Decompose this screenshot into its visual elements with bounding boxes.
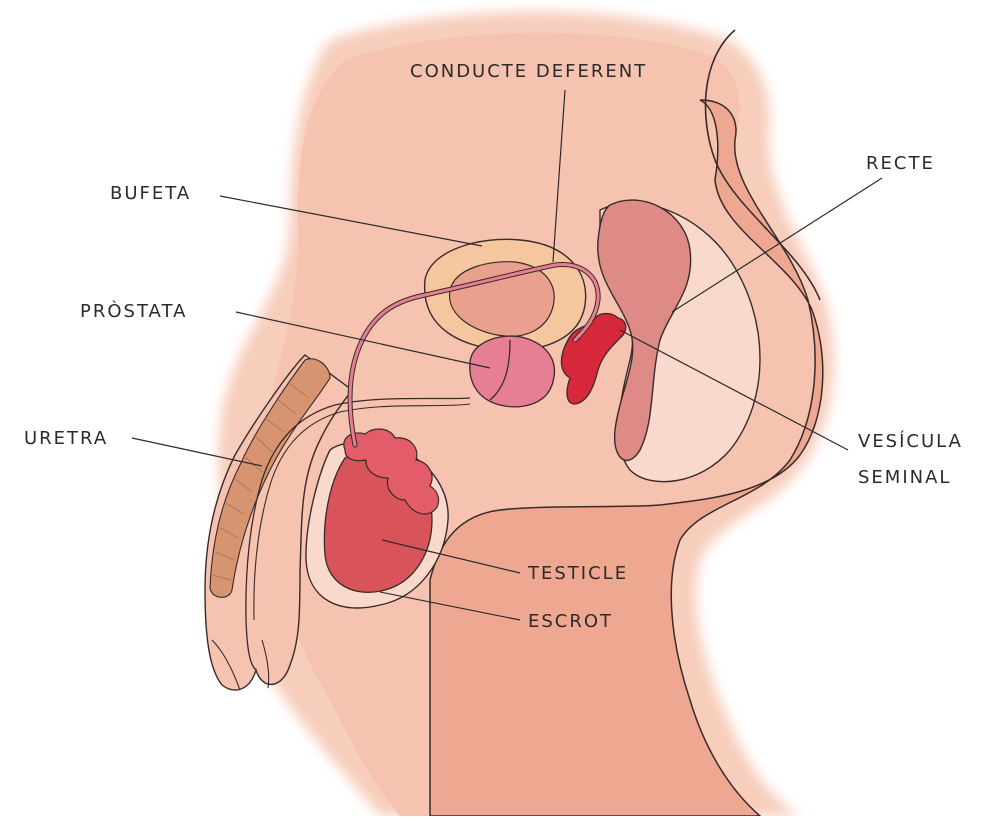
label-bufeta: BUFETA xyxy=(110,180,191,208)
label-recte: RECTE xyxy=(866,150,935,178)
label-seminal: SEMINAL xyxy=(858,464,951,492)
label-prostata: PRÒSTATA xyxy=(80,298,187,326)
label-conducte-deferent: CONDUCTE DEFERENT xyxy=(410,58,647,86)
label-vesicula: VESÍCULA xyxy=(858,428,963,456)
prostate xyxy=(470,336,555,407)
label-escrot: ESCROT xyxy=(528,608,613,636)
label-uretra: URETRA xyxy=(24,425,108,453)
label-testicle: TESTICLE xyxy=(528,560,628,588)
